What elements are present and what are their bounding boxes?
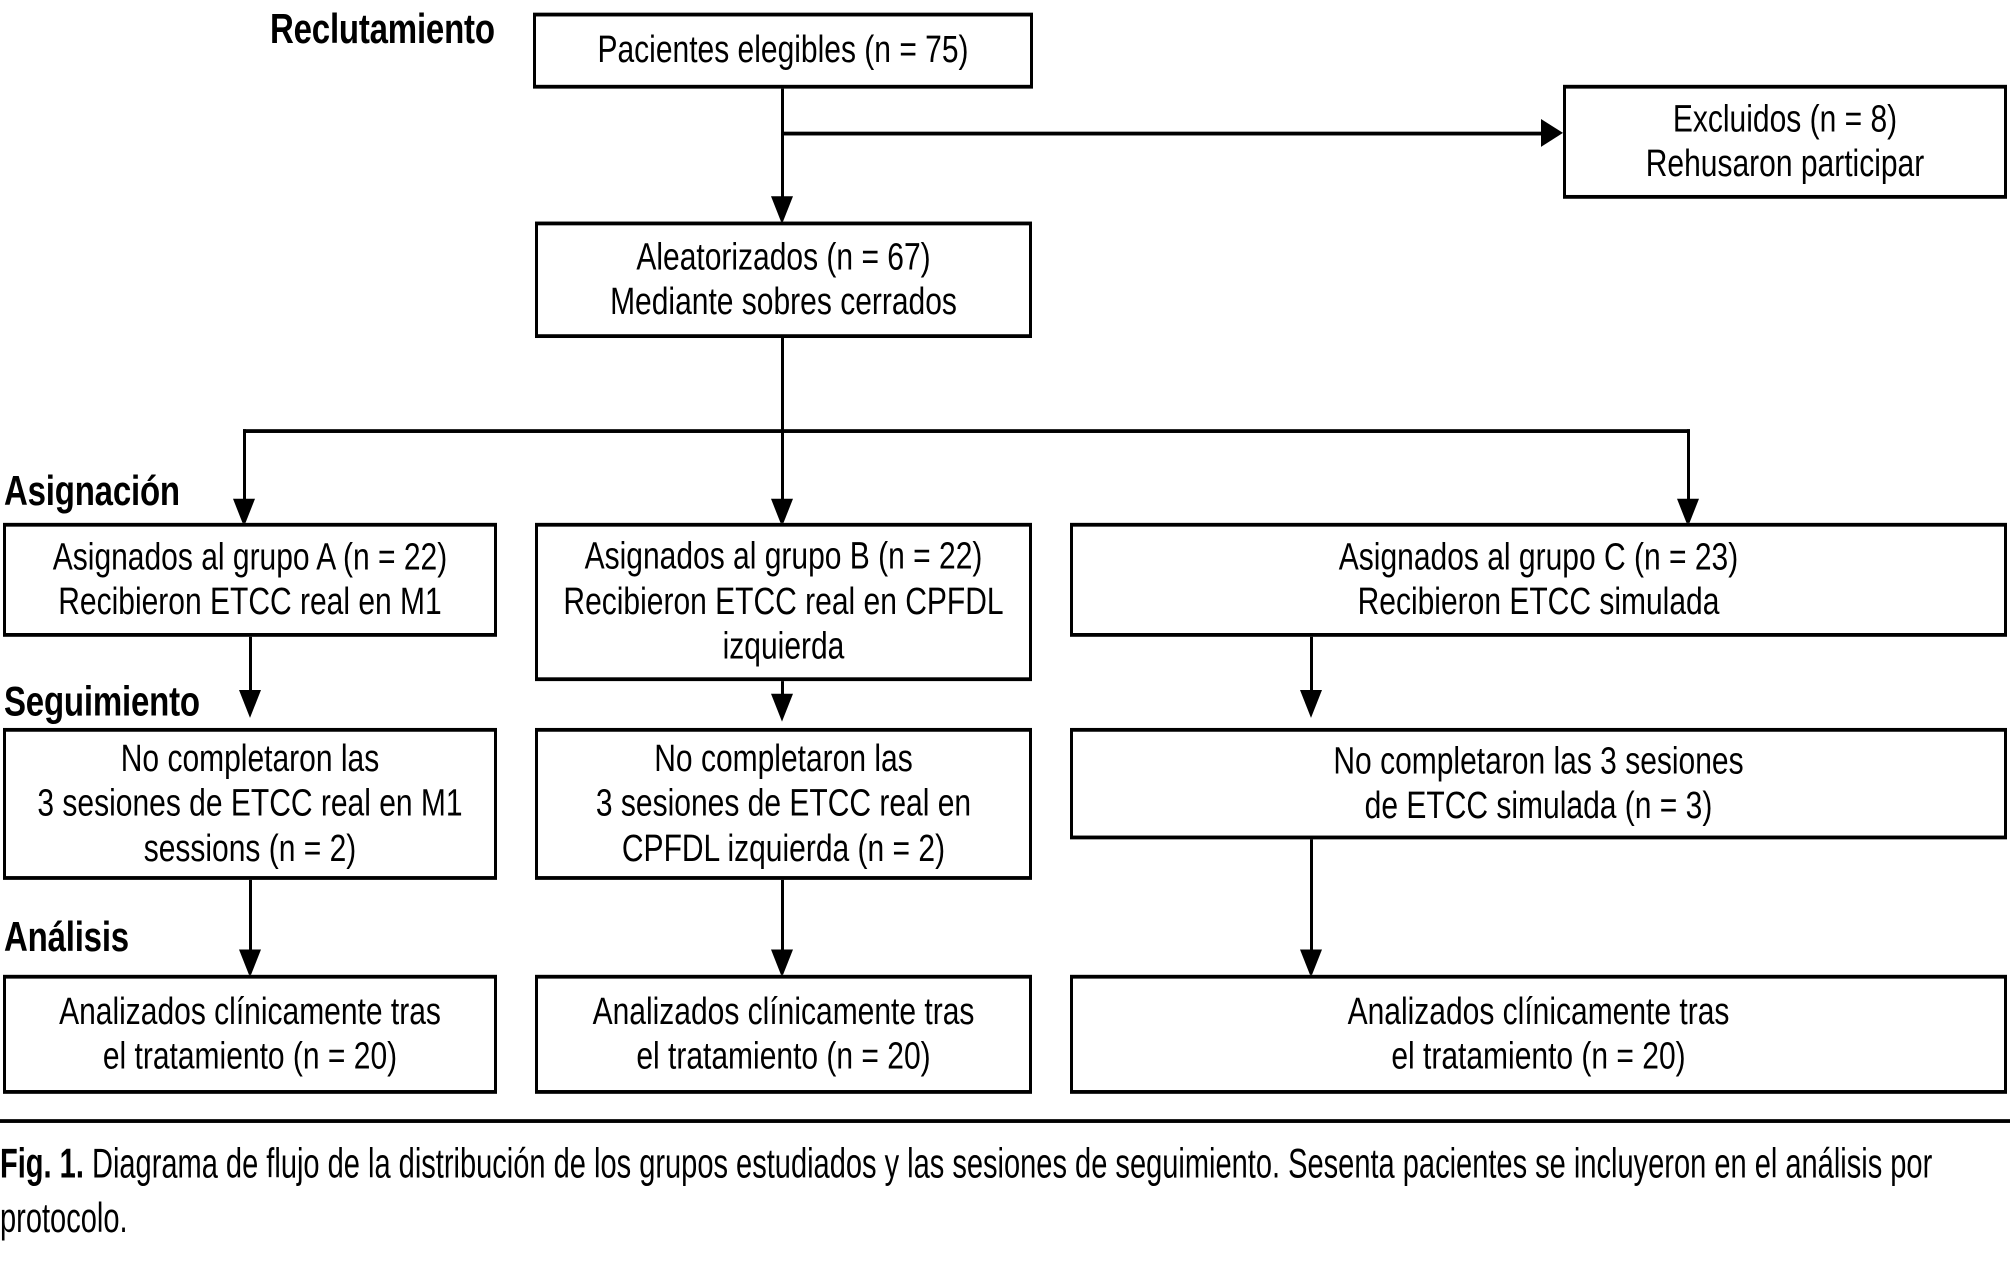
node-dropout-a[interactable]: No completaron las 3 sesiones de ETCC re… <box>3 727 497 880</box>
node-allocated-c-line-2: Recibieron ETCC simulada <box>1357 581 1720 623</box>
node-dropout-a-line-3: sessions (n = 2) <box>143 827 357 870</box>
node-dropout-b-line-2: 3 sesiones de ETCC real en <box>595 782 972 825</box>
node-allocated-a-line-2: Recibieron ETCC real en M1 <box>58 581 442 623</box>
node-dropout-b-line-1: No completaron las <box>654 737 913 780</box>
node-randomized-line-1: Aleatorizados (n = 67) <box>636 236 931 279</box>
node-analyzed-c-line-1: Analizados clínicamente tras <box>1347 990 1730 1033</box>
connector-c-followup-to-analysis <box>1310 839 1313 963</box>
arrow-a-followup-to-analysis <box>239 949 261 978</box>
connector-b-followup-to-analysis <box>781 879 784 963</box>
stage-label-allocation: Asignación <box>4 467 180 514</box>
stage-label-analysis: Análisis <box>4 912 129 960</box>
node-dropout-c-line-2: de ETCC simulada (n = 3) <box>1364 784 1713 827</box>
node-analyzed-a[interactable]: Analizados clínicamente tras el tratamie… <box>3 974 497 1094</box>
arrow-b-followup-to-analysis <box>771 949 793 978</box>
connector-split-bar <box>243 429 1690 433</box>
node-randomized-line-2: Mediante sobres cerrados <box>610 281 957 323</box>
connector-to-excluded <box>781 131 1541 136</box>
arrow-c-alloc-to-followup <box>1300 689 1322 718</box>
node-analyzed-b[interactable]: Analizados clínicamente tras el tratamie… <box>535 974 1032 1094</box>
node-randomized[interactable]: Aleatorizados (n = 67) Mediante sobres c… <box>535 221 1032 339</box>
connector-leg-c <box>1687 429 1690 512</box>
node-dropout-a-line-1: No completaron las <box>120 737 380 780</box>
node-dropout-b[interactable]: No completaron las 3 sesiones de ETCC re… <box>535 727 1032 880</box>
figure-caption-label: Fig. 1. <box>0 1139 84 1187</box>
arrow-b-alloc-to-followup <box>771 693 793 722</box>
arrow-to-group-b <box>771 498 793 527</box>
connector-a-followup-to-analysis <box>249 879 252 963</box>
node-dropout-c[interactable]: No completaron las 3 sesiones de ETCC si… <box>1070 727 2007 840</box>
node-analyzed-c-line-2: el tratamiento (n = 20) <box>1391 1035 1686 1078</box>
node-analyzed-a-line-2: el tratamiento (n = 20) <box>102 1035 398 1078</box>
figure-caption: Fig. 1. Diagrama de flujo de la distribu… <box>0 1137 1980 1246</box>
node-excluded-line-2: Rehusaron participar <box>1645 143 1925 185</box>
node-excluded-line-1: Excluidos (n = 8) <box>1672 98 1898 141</box>
node-analyzed-b-line-1: Analizados clínicamente tras <box>592 990 975 1033</box>
node-eligible-line-1: Pacientes elegibles (n = 75) <box>597 29 969 72</box>
arrow-eligible-to-randomized <box>771 196 793 225</box>
connector-a-alloc-to-followup <box>249 636 252 703</box>
node-dropout-b-line-3: CPFDL izquierda (n = 2) <box>621 827 946 870</box>
connector-c-alloc-to-followup <box>1310 636 1313 703</box>
node-allocated-a-line-1: Asignados al grupo A (n = 22) <box>52 536 448 579</box>
arrow-to-group-c <box>1677 498 1699 527</box>
node-allocated-b[interactable]: Asignados al grupo B (n = 22) Recibieron… <box>535 522 1032 682</box>
node-allocated-c-line-1: Asignados al grupo C (n = 23) <box>1338 536 1739 579</box>
arrow-c-followup-to-analysis <box>1300 949 1322 978</box>
node-allocated-b-line-2: Recibieron ETCC real en CPFDL <box>563 580 1004 623</box>
connector-leg-b <box>781 429 784 512</box>
node-excluded[interactable]: Excluidos (n = 8) Rehusaron participar <box>1563 84 2007 199</box>
node-eligible[interactable]: Pacientes elegibles (n = 75) <box>533 12 1033 89</box>
connector-randomized-stem <box>781 338 784 433</box>
node-dropout-c-line-1: No completaron las 3 sesiones <box>1333 740 1744 782</box>
node-allocated-a[interactable]: Asignados al grupo A (n = 22) Recibieron… <box>3 522 497 637</box>
arrow-a-alloc-to-followup <box>239 689 261 718</box>
arrow-to-excluded <box>1541 119 1563 147</box>
node-dropout-a-line-2: 3 sesiones de ETCC real en M1 <box>37 782 463 825</box>
node-analyzed-a-line-1: Analizados clínicamente tras <box>59 990 441 1033</box>
stage-label-followup: Seguimiento <box>4 677 200 725</box>
node-allocated-b-line-3: izquierda <box>722 625 845 668</box>
arrow-to-group-a <box>233 498 255 527</box>
node-analyzed-c[interactable]: Analizados clínicamente tras el tratamie… <box>1070 974 2007 1094</box>
node-allocated-c[interactable]: Asignados al grupo C (n = 23) Recibieron… <box>1070 522 2007 637</box>
connector-eligible-stem <box>781 88 784 213</box>
stage-label-recruitment: Reclutamiento <box>270 5 495 52</box>
node-allocated-b-line-1: Asignados al grupo B (n = 22) <box>584 536 983 578</box>
connector-leg-a <box>243 429 246 512</box>
caption-divider <box>0 1119 2010 1123</box>
figure-caption-text: Diagrama de flujo de la distribución de … <box>0 1139 1933 1241</box>
node-analyzed-b-line-2: el tratamiento (n = 20) <box>636 1035 931 1078</box>
